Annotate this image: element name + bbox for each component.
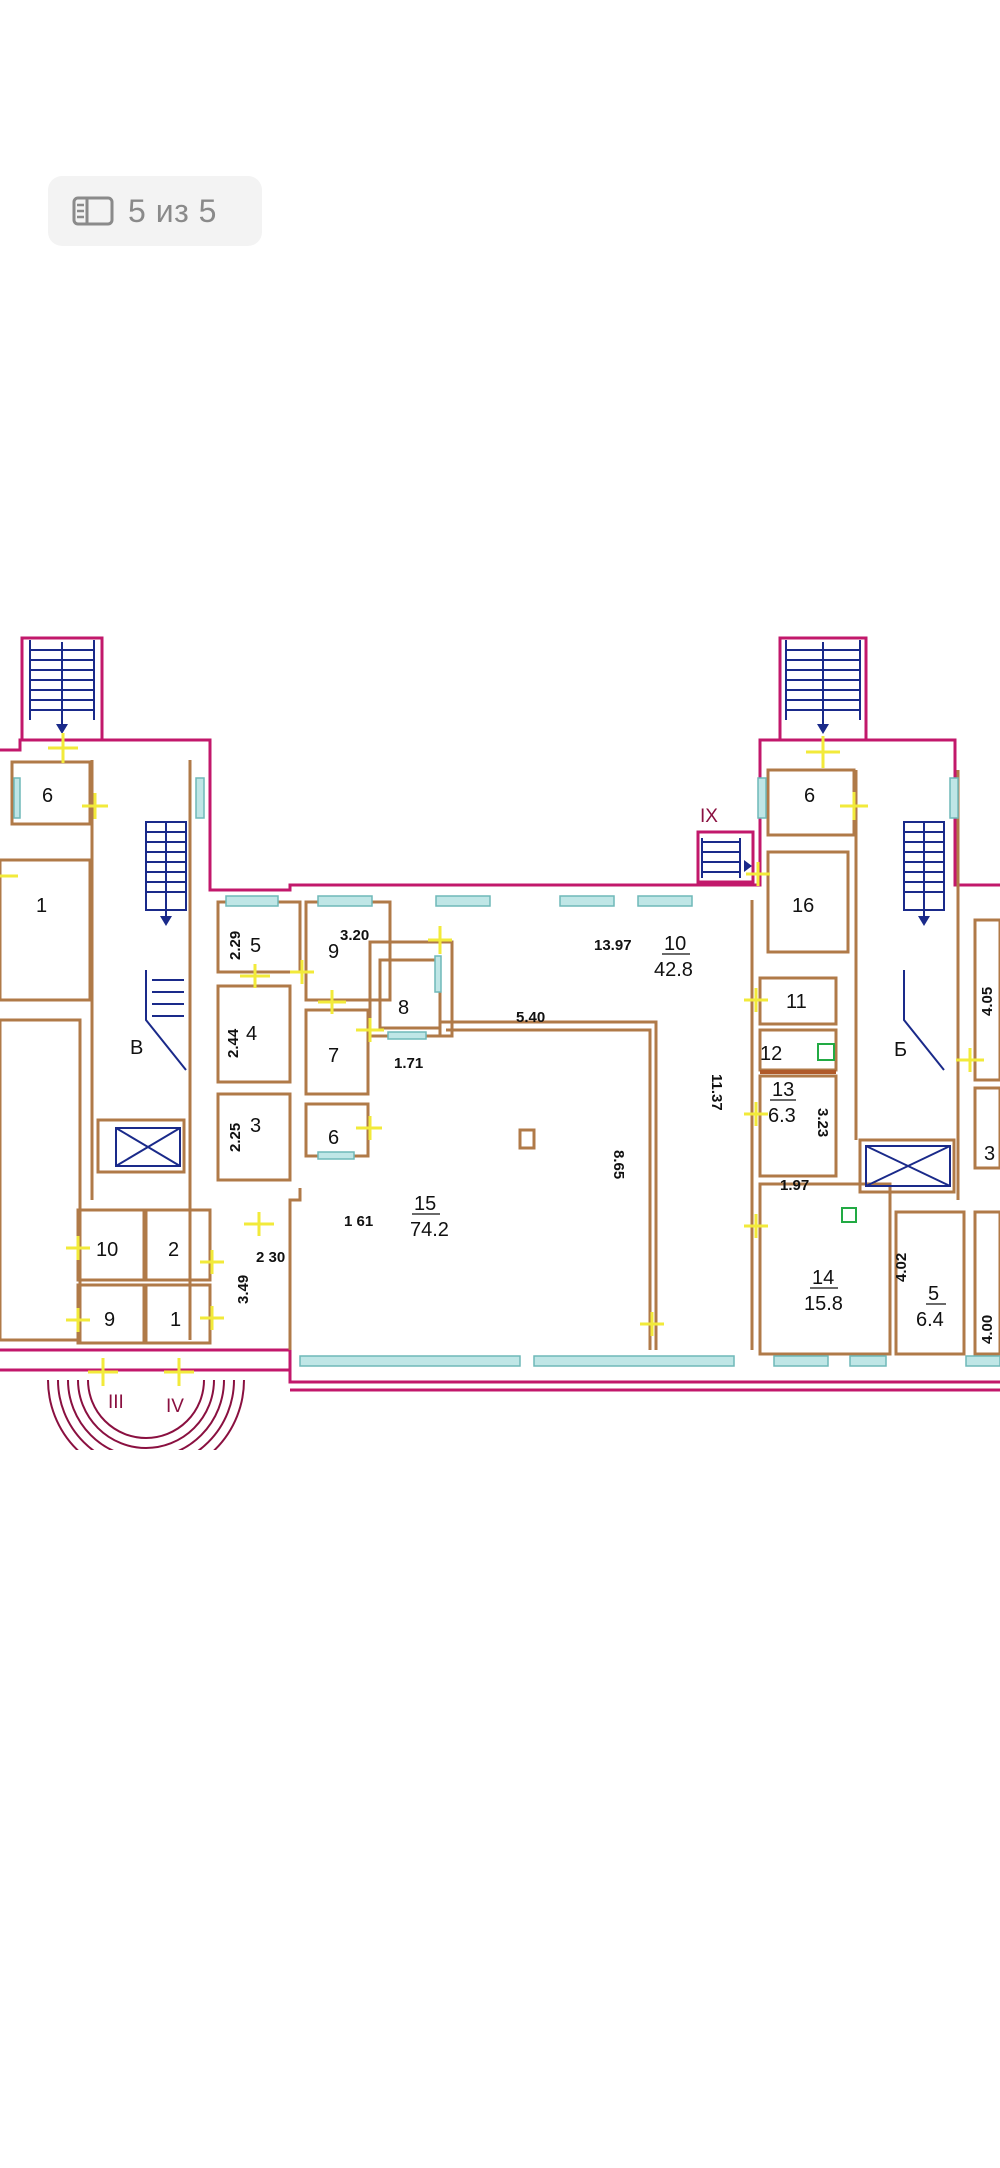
room-label: 4 [246, 1023, 257, 1045]
room-label: 2 [168, 1239, 179, 1261]
stair-main-left [145, 821, 187, 1071]
stair-label-ix: IX [700, 806, 718, 827]
dimension-label: 3.20 [340, 927, 369, 944]
room-label: 8 [398, 997, 409, 1019]
stair-left-top [20, 636, 104, 742]
gallery-icon [72, 196, 114, 226]
room-label: 6 [804, 785, 815, 807]
room-label: 9 [328, 941, 339, 963]
dimension-label: 1 61 [344, 1213, 373, 1230]
stair-label-iii: III [108, 1392, 124, 1413]
room-label: 5 [250, 935, 261, 957]
dimension-label: 1.97 [780, 1177, 809, 1194]
elevator-shafts [115, 1127, 951, 1187]
room-number-10: 10 [664, 933, 686, 955]
room-number-13: 13 [772, 1079, 794, 1101]
stair-ix [696, 830, 755, 884]
dimension-label: 4.00 [979, 1315, 996, 1344]
door-markers [0, 733, 984, 1386]
room-label: В [130, 1037, 143, 1059]
room-number-15: 15 [414, 1193, 436, 1215]
room-label: 9 [104, 1309, 115, 1331]
dimension-label: 3.49 [235, 1275, 252, 1304]
room-area-13: 6.3 [768, 1105, 796, 1127]
dimension-label: 1.71 [394, 1055, 423, 1072]
room-label: 1 [36, 895, 47, 917]
dimension-label: 5.40 [516, 1009, 545, 1026]
dimension-label: 2.25 [227, 1123, 244, 1152]
windows [13, 777, 1000, 1367]
room-label: 3 [250, 1115, 261, 1137]
stair-label-iv: IV [166, 1396, 184, 1417]
inner-walls [0, 760, 1000, 1356]
room-label: 6 [328, 1127, 339, 1149]
room-number-14: 14 [812, 1267, 834, 1289]
outer-walls [0, 738, 1000, 1392]
dimension-label: 11.37 [708, 1074, 725, 1111]
dimension-label: 2.44 [225, 1028, 242, 1058]
room-label: 6 [42, 785, 53, 807]
dimension-label: 2 30 [256, 1249, 285, 1266]
dimension-label: 8.65 [610, 1150, 627, 1179]
dimension-label: 3.23 [814, 1108, 831, 1137]
room-label: 7 [328, 1045, 339, 1067]
room-label: 10 [96, 1239, 118, 1261]
room-label: 16 [792, 895, 814, 917]
room-area-5: 6.4 [916, 1309, 944, 1331]
room-area-10: 42.8 [654, 959, 693, 981]
room-number-5: 5 [928, 1283, 939, 1305]
room-label: 3 [984, 1143, 995, 1165]
floor-plan-image[interactable]: IX III IV 6 1 В 5 4 3 9 7 6 8 10 2 9 1 1… [0, 620, 1000, 1450]
room-label: 11 [786, 991, 807, 1013]
room-area-14: 15.8 [804, 1293, 843, 1315]
dimension-label: 2.29 [227, 931, 244, 960]
dimension-label: 4.05 [979, 987, 996, 1016]
stair-right-top [778, 636, 868, 742]
image-counter-badge[interactable]: 5 из 5 [48, 176, 262, 246]
image-counter-text: 5 из 5 [128, 192, 217, 229]
rotunda [47, 1379, 245, 1450]
stair-main-right [903, 821, 945, 1071]
room-area-15: 74.2 [410, 1219, 449, 1241]
room-label: Б [894, 1039, 907, 1061]
room-label: 12 [760, 1043, 782, 1065]
dimension-label: 4.02 [893, 1253, 910, 1282]
dimension-label: 13.97 [594, 937, 632, 954]
room-label: 1 [170, 1309, 181, 1331]
